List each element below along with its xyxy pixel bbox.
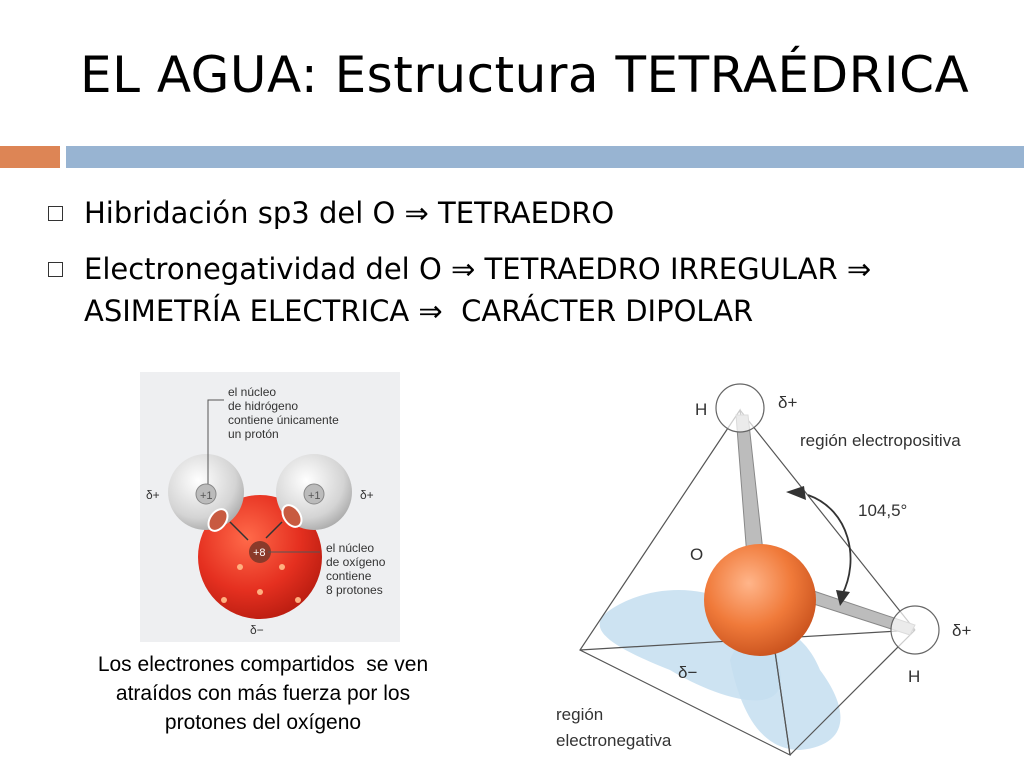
delta-plus-label: δ+	[778, 393, 797, 412]
tetrahedron-figure: H δ+ región electropositiva 104,5° O δ+ …	[550, 370, 1020, 760]
attraction-arrow	[265, 521, 283, 539]
bullet-item: Hibridación sp3 del O ⇒ TETRAEDRO	[46, 192, 1006, 234]
negative-region-label: región	[556, 705, 603, 724]
bullet-text: ASIMETRÍA ELECTRICA	[84, 294, 419, 328]
delta-minus-label: δ−	[250, 623, 264, 637]
implies-arrow-icon: ⇒	[404, 196, 429, 230]
bullet-text: Electronegatividad del O	[84, 252, 451, 286]
figure-caption: Los electrones compartidos se ven atraíd…	[48, 650, 478, 737]
electron	[221, 597, 227, 603]
bond-angle-label: 104,5°	[858, 501, 907, 520]
oxygen-label: O	[690, 545, 703, 564]
delta-plus-label: δ+	[952, 621, 971, 640]
slide-title: EL AGUA: Estructura TETRAÉDRICA	[80, 46, 970, 104]
electron	[295, 597, 301, 603]
oxygen-nucleus	[249, 541, 271, 563]
bullet-text: TETRAEDRO	[428, 196, 615, 230]
oxygen-note-line: 8 protones	[326, 583, 383, 597]
implies-arrow-icon: ⇒	[846, 252, 872, 286]
delta-minus-label: δ−	[678, 663, 697, 682]
bullet-square-icon	[48, 262, 63, 277]
bullet-item: Electronegatividad del O ⇒ TETRAEDRO IRR…	[46, 248, 1006, 332]
bond-angle-arc	[807, 494, 852, 596]
hydrogen-note-line: el núcleo	[228, 385, 276, 399]
hydrogen-atom-top	[715, 383, 765, 433]
shared-electron-pair-left	[207, 508, 229, 532]
electron	[237, 564, 243, 570]
hydrogen-note-line: contiene únicamente	[228, 413, 339, 427]
hydrogen-nucleus-left	[195, 483, 217, 505]
bullet-square-icon	[48, 206, 63, 221]
hydrogen-label: H	[908, 667, 920, 686]
shared-electron-pair-right	[281, 504, 303, 528]
oxygen-note-line: contiene	[326, 569, 372, 583]
oxygen-note-line: de oxígeno	[326, 555, 386, 569]
implies-arrow-icon: ⇒	[418, 294, 443, 328]
caption-line: atraídos con más fuerza por los	[115, 682, 411, 705]
hydrogen-note-line: un protón	[228, 427, 279, 441]
delta-plus-label: δ+	[146, 488, 160, 502]
hydrogen-atom-right	[890, 605, 940, 655]
hydrogen-charge-label: +1	[200, 490, 213, 502]
angle-arrowhead	[786, 486, 806, 500]
delta-plus-label: δ+	[360, 488, 374, 502]
oxygen-charge-label: +8	[253, 547, 266, 559]
caption-line: protones del oxígeno	[164, 711, 362, 734]
positive-region-label: región electropositiva	[800, 431, 961, 450]
bullet-text: CARÁCTER DIPOLAR	[442, 294, 754, 328]
leader-line	[207, 399, 224, 484]
accent-bar-blue	[66, 146, 1024, 168]
bullet-list: Hibridación sp3 del O ⇒ TETRAEDRO Electr…	[46, 192, 1006, 346]
hydrogen-charge-label: +1	[308, 490, 321, 502]
water-molecule-figure: +1 +1 +8 δ+ δ+ δ− el núcleo de hidrógeno…	[140, 372, 400, 642]
negative-region-label: electronegativa	[556, 731, 672, 750]
electron	[257, 589, 263, 595]
bullet-text: TETRAEDRO IRREGULAR	[475, 252, 847, 286]
bullet-text: Hibridación sp3 del O	[84, 196, 405, 230]
attraction-arrow	[229, 521, 249, 541]
electron	[279, 564, 285, 570]
electronegative-region-lobe	[730, 627, 841, 750]
caption-line: Los electrones compartidos se ven	[97, 653, 429, 676]
oxygen-note-line: el núcleo	[326, 541, 374, 555]
tetrahedron-edge	[739, 409, 916, 631]
hydrogen-label: H	[695, 400, 707, 419]
hydrogen-note-line: de hidrógeno	[228, 399, 298, 413]
tetrahedron-edge	[789, 629, 916, 756]
implies-arrow-icon: ⇒	[451, 252, 476, 286]
angle-arrowhead	[836, 590, 850, 606]
hydrogen-nucleus-right	[303, 483, 325, 505]
oxygen-atom	[704, 544, 816, 656]
accent-bar-orange	[0, 146, 60, 168]
